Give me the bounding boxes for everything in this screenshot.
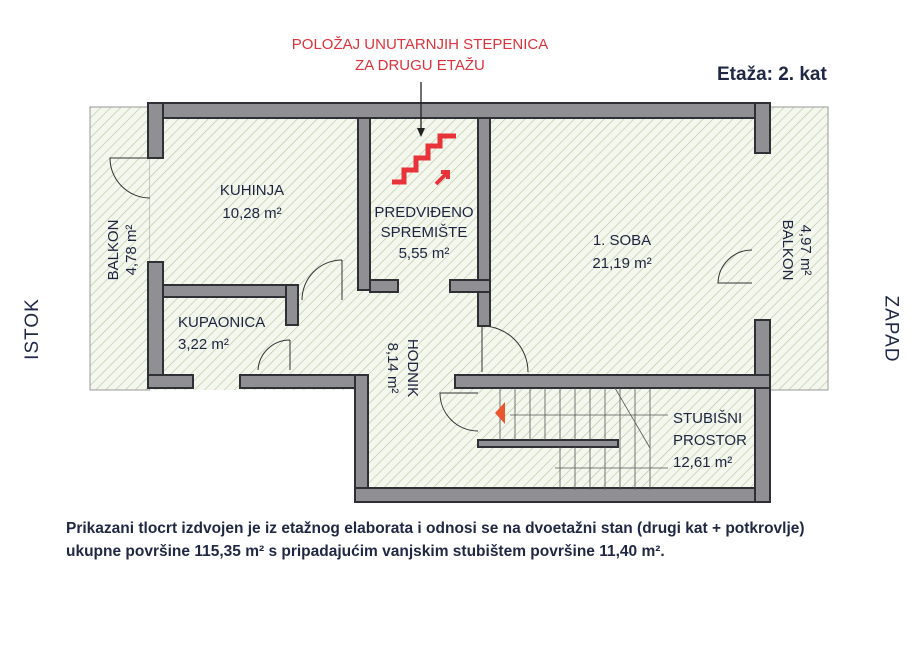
room-hodnik-area: 8,14 m² bbox=[384, 343, 401, 394]
staircase bbox=[499, 387, 668, 490]
annotation-line-2: ZA DRUGU ETAŽU bbox=[355, 57, 485, 74]
stairs-up-arrow-icon bbox=[434, 170, 450, 186]
room-kuhinja-area: 10,28 m² bbox=[222, 205, 281, 222]
room-kuhinja-name: KUHINJA bbox=[220, 182, 284, 199]
annotation-line-1: POLOŽAJ UNUTARNJIH STEPENICA bbox=[292, 36, 548, 53]
stair-direction-arrow-icon bbox=[495, 402, 505, 424]
room-stubisni-name-1: STUBIŠNI bbox=[673, 410, 742, 427]
balcony-right-area: 4,97 m² bbox=[797, 225, 814, 276]
room-soba-name: 1. SOBA bbox=[593, 232, 651, 249]
room-stubisni-name-2: PROSTOR bbox=[673, 432, 747, 449]
plan-description: Prikazani tlocrt izdvojen je iz etažnog … bbox=[66, 520, 805, 560]
balcony-left-area: 4,78 m² bbox=[123, 225, 140, 276]
balcony-left-name: BALKON bbox=[105, 220, 122, 281]
walls bbox=[147, 102, 771, 503]
room-soba-area: 21,19 m² bbox=[592, 255, 651, 272]
upper-stairs-icon bbox=[392, 133, 456, 185]
room-hodnik-name: HODNIK bbox=[404, 339, 421, 397]
annotation-arrowhead-icon bbox=[417, 128, 425, 137]
floor-title: Etaža: 2. kat bbox=[717, 64, 827, 85]
room-spremiste-name-1: PREDVIĐENO bbox=[374, 204, 473, 221]
balcony-right-name: BALKON bbox=[779, 220, 796, 281]
room-spremiste-name-2: SPREMIŠTE bbox=[381, 224, 468, 241]
balcony-right bbox=[767, 106, 829, 391]
room-spremiste-area: 5,55 m² bbox=[399, 245, 450, 262]
doors bbox=[109, 157, 753, 432]
interior-floor bbox=[150, 110, 770, 390]
room-kupaonica-area: 3,22 m² bbox=[178, 336, 229, 353]
room-stubisni-area: 12,61 m² bbox=[673, 454, 732, 471]
room-kupaonica-name: KUPAONICA bbox=[178, 314, 265, 331]
hall-floor bbox=[355, 380, 770, 495]
